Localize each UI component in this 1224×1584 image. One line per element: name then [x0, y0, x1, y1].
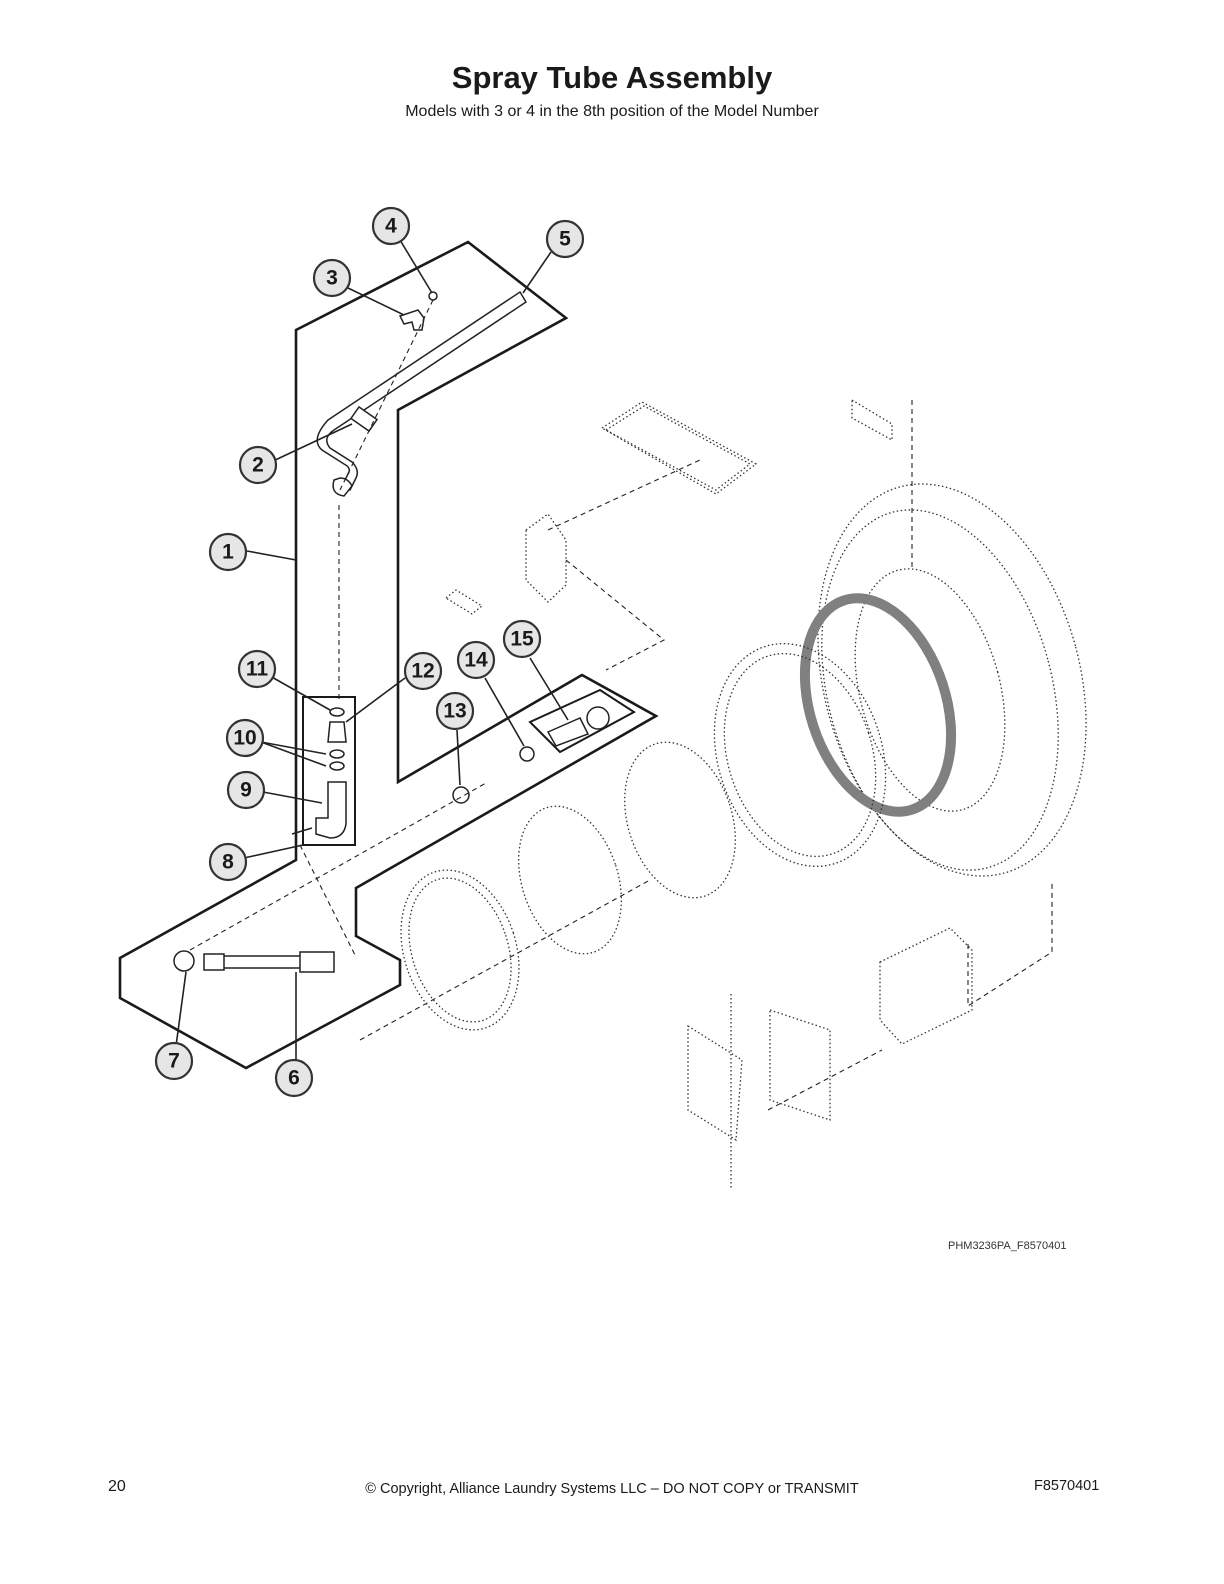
callout-12: 12 — [403, 651, 443, 691]
spray-tube-clamp — [349, 405, 379, 433]
tub-opening-bg — [854, 568, 1006, 812]
grommet-part-13 — [452, 786, 470, 804]
callout-1: 1 — [208, 532, 248, 572]
callout-10: 10 — [225, 718, 265, 758]
callout-11: 11 — [237, 649, 277, 689]
diagram-reference-code: PHM3236PA_F8570401 — [948, 1240, 1067, 1252]
callout-6-label: 6 — [288, 1067, 300, 1090]
nozzle-part-7 — [173, 950, 195, 972]
elbow-fitting-part-9 — [315, 781, 347, 839]
leader-13 — [456, 729, 461, 786]
callout-8-label: 8 — [222, 851, 234, 874]
callout-9-label: 9 — [240, 779, 252, 802]
leader-9 — [262, 791, 323, 804]
callout-11-label: 11 — [246, 658, 269, 681]
callout-4: 4 — [371, 206, 411, 246]
washer-part-11 — [329, 707, 345, 717]
callout-13: 13 — [435, 691, 475, 731]
inlet-fitting-part-15 — [546, 717, 590, 747]
spray-tube-part — [316, 290, 528, 492]
leader-5 — [522, 251, 552, 294]
callout-14: 14 — [456, 640, 496, 680]
leader-8 — [243, 844, 304, 859]
hose-end-left — [203, 953, 225, 971]
callout-3: 3 — [312, 258, 352, 298]
inlet-nut-part-15 — [586, 706, 610, 730]
callout-12-label: 12 — [411, 660, 434, 683]
callout-14-label: 14 — [464, 649, 488, 672]
fitting-box-outline — [302, 696, 356, 846]
leader-1 — [246, 550, 297, 561]
hinge-plate-bg — [769, 1009, 831, 1121]
inlet-box-outline — [528, 688, 636, 754]
adapter-part-12 — [327, 721, 347, 743]
clip-part — [398, 309, 425, 331]
page-subtitle: Models with 3 or 4 in the 8th position o… — [405, 103, 819, 120]
callout-9: 9 — [226, 770, 266, 810]
bracket-bg — [525, 513, 567, 603]
o-ring-part-10a — [329, 749, 345, 759]
leader-12 — [345, 677, 406, 723]
leader-15 — [529, 657, 569, 721]
callout-15: 15 — [502, 619, 542, 659]
callout-13-label: 13 — [443, 700, 466, 723]
leader-11 — [269, 675, 331, 711]
front-panel-ring-inner-bg — [723, 652, 877, 858]
hose-end-right — [299, 951, 335, 973]
callout-1-label: 1 — [222, 541, 234, 564]
spray-tube-elbow — [332, 477, 353, 497]
callout-7-label: 7 — [168, 1050, 180, 1073]
callout-5-label: 5 — [559, 228, 571, 251]
leader-14 — [484, 677, 525, 747]
callout-3-label: 3 — [326, 267, 338, 290]
callout-8: 8 — [208, 842, 248, 882]
callout-15-label: 15 — [510, 628, 534, 651]
leader-3 — [347, 287, 405, 316]
callout-2: 2 — [238, 445, 278, 485]
callout-7: 7 — [154, 1041, 194, 1081]
callout-6: 6 — [274, 1058, 314, 1098]
page-number: 20 — [108, 1478, 126, 1495]
tub-shell-inner-bg — [821, 509, 1059, 871]
tub-shell-bg — [817, 483, 1087, 877]
page-title: Spray Tube Assembly — [451, 60, 773, 95]
leader-10a — [260, 741, 327, 755]
document-number: F8570401 — [1034, 1478, 1100, 1494]
shim-stack-bg — [879, 927, 973, 1045]
glass-bg — [518, 805, 622, 955]
latch-bg — [851, 398, 893, 442]
callout-5: 5 — [545, 219, 585, 259]
front-panel-ring-bg — [713, 643, 887, 867]
leader-10b — [260, 741, 327, 767]
leader-2 — [270, 423, 353, 463]
door-gasket-bg — [799, 593, 957, 817]
door-ring-inner-bg — [408, 877, 512, 1023]
washer-part-14 — [519, 746, 535, 762]
hose-body — [221, 955, 303, 969]
copyright-notice: © Copyright, Alliance Laundry Systems LL… — [365, 1481, 859, 1497]
callout-10-label: 10 — [233, 727, 256, 750]
callout-2-label: 2 — [252, 454, 264, 477]
small-bracket-bg — [444, 589, 484, 615]
leader-7 — [175, 971, 187, 1047]
leader-4 — [399, 239, 433, 294]
top-plate-bg — [600, 401, 758, 495]
hinge-bg — [687, 1024, 743, 1142]
door-ring-bg — [400, 869, 520, 1031]
callout-4-label: 4 — [385, 215, 397, 238]
assembly-group-outline — [118, 240, 659, 1070]
ring-mid-bg — [624, 741, 736, 899]
screw-part — [428, 291, 438, 301]
o-ring-part-10b — [329, 761, 345, 771]
